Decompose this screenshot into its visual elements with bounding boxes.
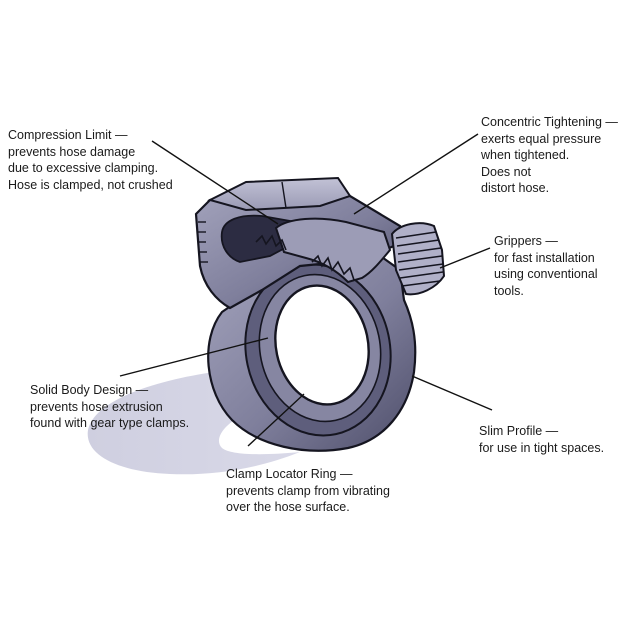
callout-description: prevents clamp from vibrating over the h… [226,483,390,515]
callout-solid-body-design: Solid Body Design — prevents hose extrus… [30,382,189,432]
callout-title: Concentric Tightening — [481,115,618,129]
callout-grippers: Grippers — for fast installation using c… [494,233,598,299]
leader-locator [247,393,305,447]
callout-title: Compression Limit — [8,128,128,142]
callout-description: for fast installation using conventional… [494,250,598,298]
leader-compression [151,140,279,225]
leader-solid [119,337,269,377]
callout-description: for use in tight spaces. [479,440,605,455]
callout-title: Grippers — [494,234,558,248]
callout-slim-profile: Slim Profile — for use in tight spaces. [479,423,604,456]
ratchet-teeth [255,234,355,281]
callout-description: prevents hose damage due to excessive cl… [8,144,173,192]
leader-lines [119,133,493,447]
callout-title: Solid Body Design — [30,383,149,397]
gripper-ridges [395,231,444,287]
callout-clamp-locator-ring: Clamp Locator Ring — prevents clamp from… [226,466,390,516]
callout-concentric-tightening: Concentric Tightening — exerts equal pre… [481,114,618,197]
leader-grippers [439,247,491,269]
top-face-seam [281,181,287,209]
callout-title: Clamp Locator Ring — [226,467,353,481]
side-ribs [198,221,208,263]
hose-opening [274,284,370,406]
callout-compression-limit: Compression Limit — prevents hose damage… [8,127,173,193]
callout-description: exerts equal pressure when tightened. Do… [481,131,602,196]
callout-description: prevents hose extrusion found with gear … [30,399,190,431]
leader-concentric [353,133,479,215]
leader-slim [411,375,493,411]
callout-title: Slim Profile — [479,424,559,438]
